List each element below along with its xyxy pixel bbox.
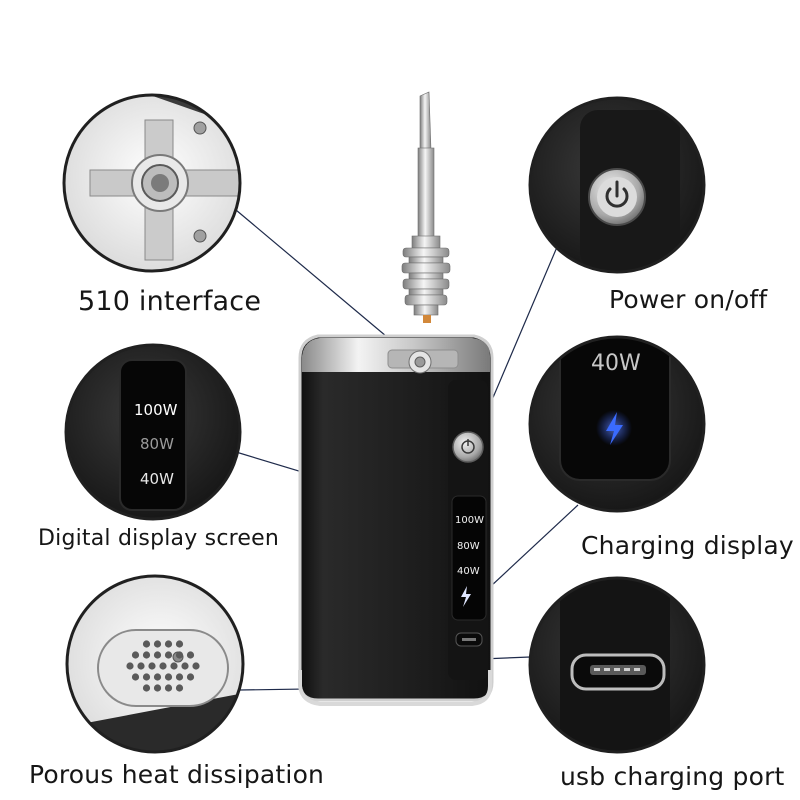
label-power-on-off: Power on/off [609,285,768,314]
vent-hole [142,651,151,659]
vent-holes [126,640,200,692]
vent-hole [142,684,151,692]
vent-hole [175,673,184,681]
device-level-2: 80W [457,541,480,552]
zoom-usb-port [528,576,706,754]
zoom-level-80w: 80W [140,435,174,453]
label-charging-display: Charging display [581,531,794,560]
zoom-level-100w: 100W [134,401,178,419]
vent-hole [153,673,162,681]
vent-hole [142,640,151,648]
vent-hole [148,662,156,670]
vent-hole [164,673,173,681]
vent-hole [142,673,151,681]
vent-hole [192,662,200,670]
vent-hole [153,640,162,648]
zoom-display-screen [64,343,242,521]
soldering-tip [401,91,451,323]
vent-hole [164,684,173,692]
vent-hole [126,662,134,670]
power-icon [605,180,629,208]
label-usb-charging-port: usb charging port [560,762,785,791]
zoom-510-interface [62,93,242,273]
vent-hole [181,662,189,670]
vent-hole [159,662,167,670]
label-porous-heat-dissipation: Porous heat dissipation [29,760,325,789]
charging-level: 40W [591,351,641,376]
zoom-power-button [528,96,706,274]
vent-hole [153,684,162,692]
vent-hole [164,651,173,659]
vent-hole [131,673,140,681]
vent-hole [153,651,162,659]
zoom-heat-vent [65,574,245,754]
device-level-1: 100W [455,515,484,526]
vent-hole [175,640,184,648]
vent-hole [170,662,178,670]
vent-hole [175,651,184,659]
zoom-display-levels: 100W 80W 40W [134,401,178,488]
device-level-3: 40W [457,566,480,577]
device-body [298,334,494,706]
zoom-level-40w: 40W [140,470,174,488]
vent-hole [175,684,184,692]
label-digital-display-screen: Digital display screen [38,526,279,551]
lightning-bolt-icon [606,412,623,445]
zoom-charging-display: 40W [528,335,706,513]
vent-hole [137,662,145,670]
vent-hole [164,640,173,648]
label-510-interface: 510 interface [78,286,262,317]
device-screen-readout: 100W 80W 40W [455,515,484,577]
vent-hole [131,651,140,659]
vent-hole [186,651,195,659]
vent-hole [186,673,195,681]
